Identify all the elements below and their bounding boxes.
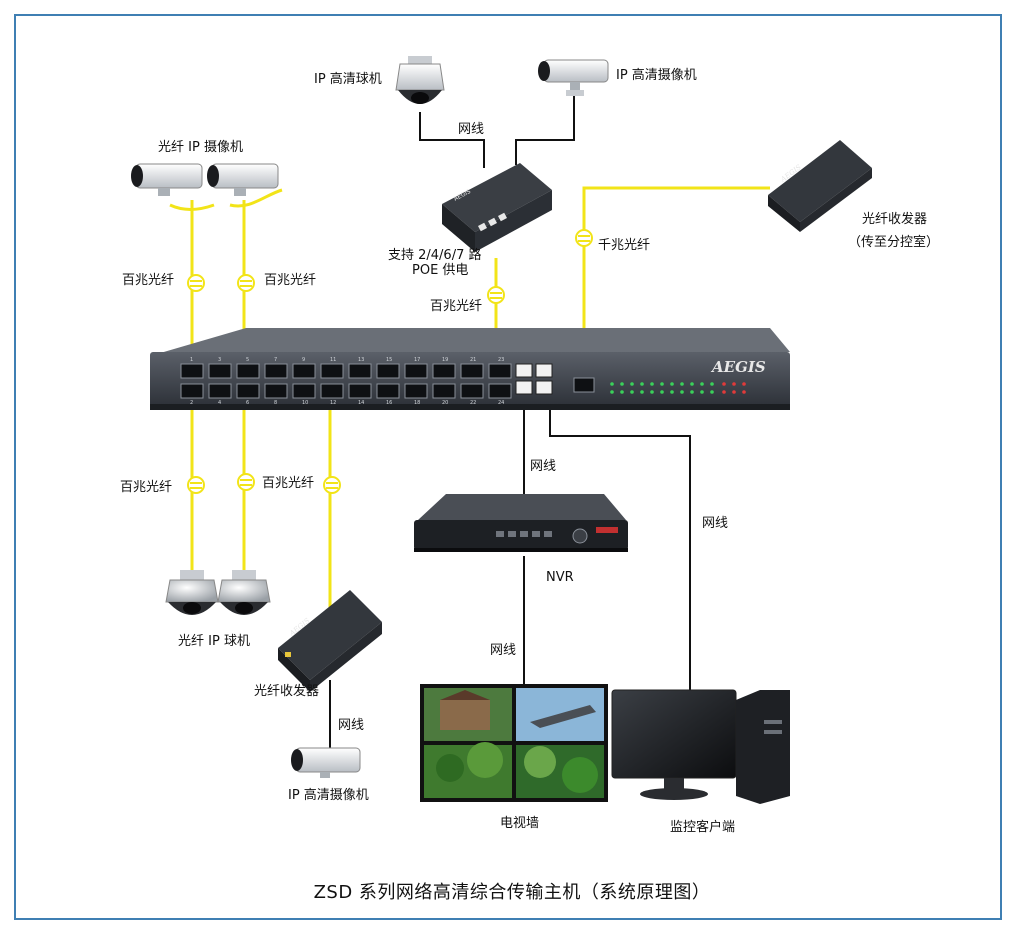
port-number-top: 19 (442, 357, 448, 363)
port-number-top: 9 (302, 357, 305, 363)
gigabit-sfp-port (573, 377, 595, 393)
fiber-link-gigabit (582, 186, 770, 370)
fiber-transceiver-top: AEGIS (768, 140, 872, 232)
port-number-top: 11 (330, 357, 336, 363)
port-number-top: 23 (498, 357, 504, 363)
fiber-dome-label: 光纤 IP 球机 (178, 634, 250, 649)
port-number-bottom: 18 (414, 400, 420, 406)
port-number-top: 21 (470, 357, 476, 363)
cable-dome-poe (419, 112, 485, 168)
switch-brand: AEGIS (710, 358, 766, 376)
port-number-bottom: 8 (274, 400, 277, 406)
fiber-connectors (187, 229, 593, 494)
nvr-label: NVR (546, 570, 574, 585)
cable-switch-client (549, 408, 691, 690)
dome-ip-label: IP 高清球机 (314, 72, 382, 87)
fiber-connector-icon (487, 286, 505, 304)
network-cables (329, 96, 691, 750)
fiber-ip-camera-label: 光纤 IP 摄像机 (158, 140, 243, 155)
port-number-bottom: 24 (498, 400, 504, 406)
ip-bullet-camera-bottom (291, 747, 361, 778)
poe-support-label: 支持 2/4/6/7 路 (388, 248, 482, 263)
fiber-ip-camera-right (207, 163, 279, 196)
port-number-top: 17 (414, 357, 420, 363)
port-number-bottom: 20 (442, 400, 448, 406)
gigabit-fiber-label: 千兆光纤 (598, 238, 651, 253)
nvr-device (414, 494, 628, 552)
tv-wall-label: 电视墙 (500, 816, 540, 831)
fast-fiber-poe-label: 百兆光纤 (430, 299, 483, 314)
fiber-connector-icon (237, 274, 255, 292)
cable-transceiver-label: 网线 (338, 718, 365, 733)
fiber-connector-icon (323, 476, 341, 494)
port-number-top: 3 (218, 357, 221, 363)
bullet-ip-label: IP 高清摄像机 (616, 68, 697, 83)
client-label: 监控客户端 (670, 820, 736, 835)
port-number-top: 13 (358, 357, 364, 363)
to-substation-label: （传至分控室） (848, 235, 940, 250)
port-number-top: 15 (386, 357, 392, 363)
ip-bullet-camera-top (538, 59, 609, 96)
port-number-bottom: 2 (190, 400, 193, 406)
fiber-connector-icon (187, 274, 205, 292)
port-number-top: 7 (274, 357, 277, 363)
ip-dome-camera-top (395, 56, 445, 104)
port-number-bottom: 6 (246, 400, 249, 406)
status-leds (610, 382, 714, 394)
port-number-top: 1 (190, 357, 193, 363)
diagram-frame (14, 14, 1002, 920)
fiber-connector-icon (575, 229, 593, 247)
cable-nvr-label: 网线 (530, 459, 557, 474)
fast-fiber-bottom2-label: 百兆光纤 (262, 476, 315, 491)
fiber-connector-icon (237, 473, 255, 491)
fiber-ip-camera-left (131, 163, 203, 196)
cable-poe-label: 网线 (458, 122, 485, 137)
port-number-bottom: 4 (218, 400, 221, 406)
fast-fiber-bottom1-label: 百兆光纤 (120, 480, 173, 495)
port-number-bottom: 12 (330, 400, 336, 406)
poe-switch: AEGIS (442, 163, 552, 252)
fiber-pigtail-right (229, 188, 283, 208)
fiber-transceiver-bottom-label: 光纤收发器 (254, 684, 320, 699)
sfp-port-array (180, 363, 512, 399)
cable-bullet-poe (515, 96, 575, 165)
fiber-connector-icon (187, 476, 205, 494)
poe-power-label: POE 供电 (412, 263, 469, 278)
monitoring-client (611, 689, 790, 804)
bullet-ip-bottom-label: IP 高清摄像机 (288, 788, 369, 803)
fiber-dome-camera-left (165, 570, 219, 615)
port-number-bottom: 10 (302, 400, 308, 406)
cable-client-label: 网线 (702, 516, 729, 531)
port-number-bottom: 22 (470, 400, 476, 406)
rj45-port-array (515, 363, 553, 395)
fiber-transceiver-bottom: AEGIS (278, 590, 382, 692)
port-number-bottom: 16 (386, 400, 392, 406)
cable-tv-label: 网线 (490, 643, 517, 658)
fiber-transceiver-top-label: 光纤收发器 (862, 212, 928, 227)
tv-wall (420, 684, 608, 802)
fiber-dome-camera-right (217, 570, 271, 615)
fiber-pigtail-left (169, 203, 215, 211)
diagram-caption: ZSD 系列网络高清综合传输主机（系统原理图） (313, 882, 711, 903)
port-number-bottom: 14 (358, 400, 364, 406)
port-number-top: 5 (246, 357, 249, 363)
fast-fiber-left1-label: 百兆光纤 (122, 273, 175, 288)
fast-fiber-left2-label: 百兆光纤 (264, 273, 317, 288)
